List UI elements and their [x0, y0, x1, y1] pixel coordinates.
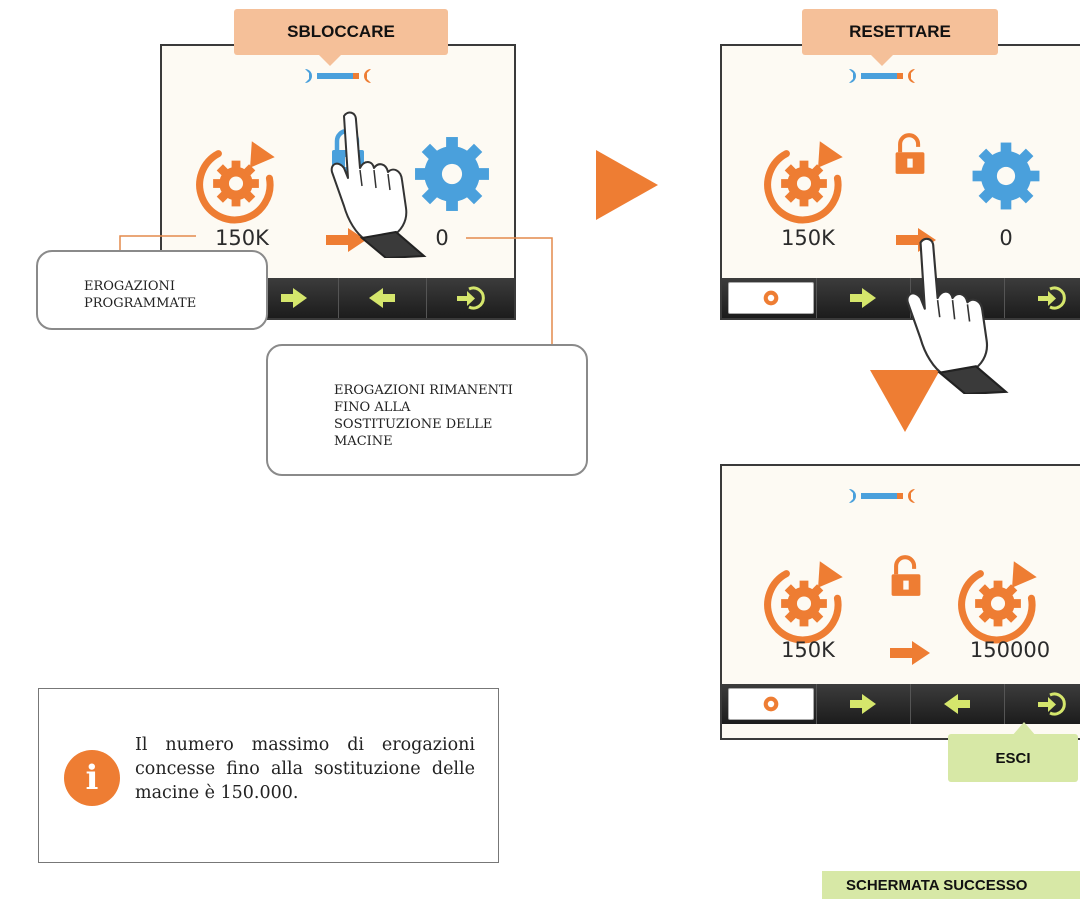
callout-line: SOSTITUZIONE DELLE	[334, 417, 493, 432]
toolbar-exit-button[interactable]	[1003, 278, 1080, 318]
info-icon: i	[64, 750, 120, 806]
toolbar-next-button[interactable]	[815, 684, 910, 724]
exit-icon	[1036, 286, 1066, 310]
arrow-right-icon	[848, 286, 878, 310]
tag-pointer	[1012, 722, 1036, 736]
toolbar-search-button[interactable]	[728, 282, 814, 314]
toolbar	[722, 684, 1080, 724]
flow-arrow-down	[870, 370, 940, 432]
remaining-value: 0	[999, 226, 1013, 250]
toolbar-exit-button[interactable]	[425, 278, 514, 318]
toolbar-search-button[interactable]	[728, 688, 814, 720]
toolbar-next-button[interactable]	[815, 278, 910, 318]
info-text: Il numero massimo di erogazioni concesse…	[135, 735, 475, 803]
callout-programmed: EROGAZIONI PROGRAMMATE	[36, 250, 268, 330]
tag-pointer	[870, 54, 894, 66]
arrow-right-icon	[890, 641, 930, 665]
callout-line: EROGAZIONI	[84, 279, 176, 294]
callout-line: FINO ALLA	[334, 400, 411, 415]
remaining-value: 150000	[969, 638, 1051, 662]
search-icon	[760, 693, 782, 715]
arrow-left-icon	[942, 692, 972, 716]
device-screen-success: 150K 150000	[720, 464, 1080, 740]
remaining-value: 0	[435, 226, 449, 250]
success-screen-label: SCHERMATA SUCCESSO	[822, 871, 1080, 899]
gear-cycle-icon	[954, 556, 1042, 644]
info-box: i Il numero massimo di erogazioni conces…	[38, 688, 499, 863]
device-screen-reset: 150K 0	[720, 44, 1080, 320]
toolbar-exit-button[interactable]	[1003, 684, 1080, 724]
wrench-icon	[722, 486, 1042, 510]
gear-cycle-icon	[760, 136, 848, 224]
callout-remaining: EROGAZIONI RIMANENTI FINO ALLA SOSTITUZI…	[266, 344, 588, 476]
exit-icon	[1036, 692, 1066, 716]
gear-cycle-icon	[760, 556, 848, 644]
callout-line: PROGRAMMATE	[84, 296, 197, 311]
programmed-value: 150K	[215, 226, 269, 250]
hand-pointer-icon	[900, 234, 1020, 394]
wrench-icon	[722, 66, 1042, 90]
callout-line: EROGAZIONI RIMANENTI	[334, 383, 513, 398]
lock-open-icon	[892, 132, 928, 178]
exit-tag: ESCI	[948, 734, 1078, 782]
callout-line: MACINE	[334, 434, 393, 449]
toolbar	[722, 278, 1080, 318]
gear-icon	[968, 138, 1044, 214]
reset-tag: RESETTARE	[802, 9, 998, 55]
toolbar-back-button[interactable]	[337, 278, 426, 318]
programmed-value: 150K	[781, 226, 835, 250]
unlock-tag: SBLOCCARE	[234, 9, 448, 55]
tag-pointer	[318, 54, 342, 66]
toolbar-back-button[interactable]	[909, 684, 1004, 724]
flow-arrow-right	[596, 150, 658, 220]
lock-open-icon	[888, 554, 924, 600]
arrow-right-icon	[848, 692, 878, 716]
search-icon	[760, 287, 782, 309]
programmed-value: 150K	[781, 638, 835, 662]
